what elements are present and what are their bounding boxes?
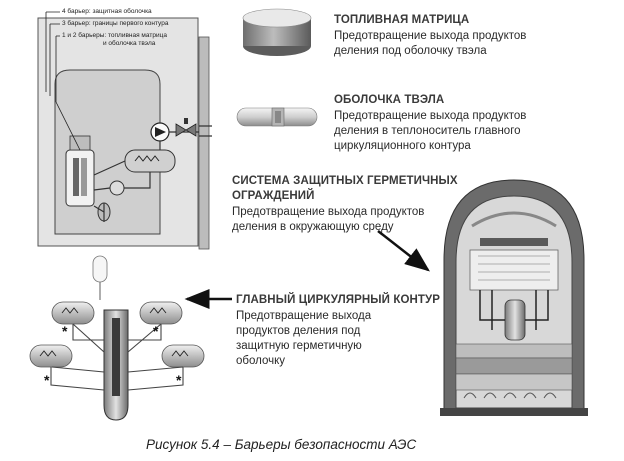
- containment-reactor-vessel: [504, 299, 526, 341]
- fuel-assembly: [73, 158, 79, 196]
- pump-marker-1: *: [62, 323, 68, 339]
- steam-generator-3: [29, 344, 73, 368]
- containment-desc-1: Предотвращение выхода продуктов: [232, 206, 425, 218]
- cladding-title: ОБОЛОЧКА ТВЭЛА: [334, 94, 445, 106]
- fuel-matrix-title: ТОПЛИВНАЯ МАТРИЦА: [334, 14, 470, 26]
- cladding-desc-1: Предотвращение выхода продуктов: [334, 110, 527, 122]
- steam-generator-4: [161, 344, 205, 368]
- label-barrier4: 4 барьер: защитная оболочка: [62, 8, 152, 15]
- npp-schematic: [37, 11, 212, 250]
- cladding-desc-3: циркуляционного контура: [334, 140, 471, 152]
- steam-generator-1: [51, 301, 95, 325]
- containment-title-2: ОГРАЖДЕНИЙ: [232, 190, 315, 202]
- primary-circuit-desc-4: оболочку: [236, 355, 286, 367]
- pump-icon: [109, 180, 125, 196]
- label-barrier12-line2: и оболочка твэла: [103, 40, 156, 47]
- pump-marker-3: *: [44, 372, 50, 388]
- valve-icon: [175, 123, 197, 137]
- fuel-matrix-desc-1: Предотвращение выхода продуктов: [334, 30, 527, 42]
- arrow-to-containment: [377, 230, 430, 272]
- cladding-desc-2: деления в теплоноситель главного: [334, 125, 521, 137]
- primary-circuit-title: ГЛАВНЫЙ ЦИРКУЛЯРНЫЙ КОНТУР: [236, 294, 441, 306]
- fuel-rod-icon: [236, 107, 318, 127]
- pressurizer-icon: [92, 255, 108, 283]
- primary-circuit-desc-2: продуктов деления под: [236, 325, 361, 337]
- primary-circuit-diagram: * * * *: [29, 255, 205, 421]
- label-barrier12-line1: 1 и 2 барьеры: топливная матрица: [62, 32, 167, 39]
- label-barrier3: 3 барьер: границы первого контура: [62, 20, 169, 27]
- primary-circuit-desc-1: Предотвращение выхода: [236, 310, 372, 322]
- steam-generator-2: [139, 301, 183, 325]
- containment-title-1: СИСТЕМА ЗАЩИТНЫХ ГЕРМЕТИЧНЫХ: [232, 175, 458, 187]
- reactor-vessel: [65, 149, 95, 207]
- fuel-pellet-icon: [242, 8, 312, 56]
- primary-circuit-desc-3: защитную герметичную: [236, 340, 362, 352]
- containment-building: [440, 179, 588, 416]
- steam-generator: [124, 149, 176, 173]
- pump-marker-4: *: [176, 372, 182, 388]
- containment-desc-2: деления в окружающую среду: [232, 221, 394, 233]
- pump-marker-2: *: [153, 323, 159, 339]
- figure-caption: Рисунок 5.4 – Барьеры безопасности АЭС: [146, 437, 417, 452]
- fuel-matrix-desc-2: деления под оболочку твэла: [334, 45, 487, 57]
